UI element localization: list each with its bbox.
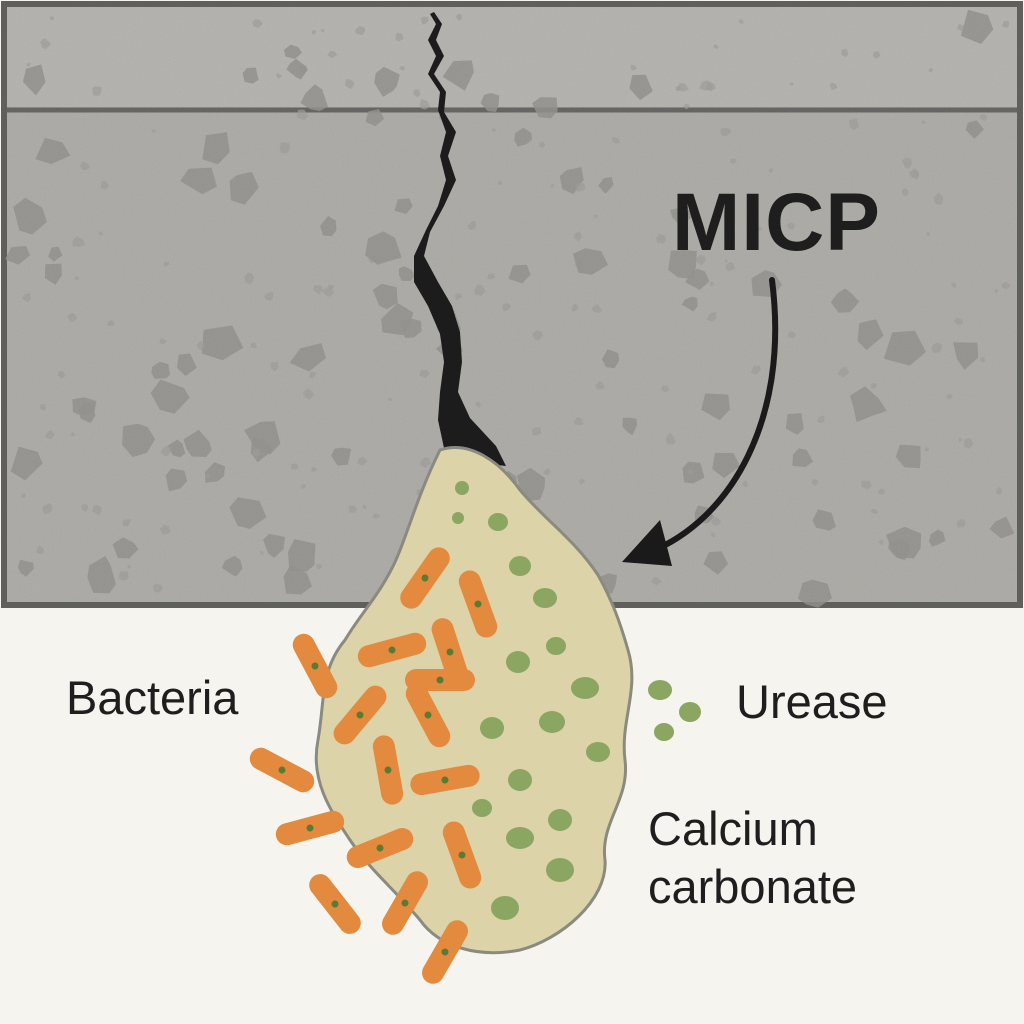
urease-particle [455,481,469,495]
urease-particle [506,651,530,673]
urease-particle [586,742,610,762]
urease-particle [509,556,531,576]
urease-particle [648,680,672,700]
urease-particle [452,512,464,524]
urease-particle [571,677,599,699]
urease-particle [679,702,701,722]
bacterium [275,810,345,846]
bacterium [357,632,427,668]
bacterium [400,547,450,609]
bacterium [405,682,451,748]
concrete-slab [1,1,1023,608]
bacterium [372,735,404,805]
micp-arrow [647,277,779,555]
calcium-carbonate-label-line1: Calcium [648,802,818,855]
urease-particle [508,769,532,791]
urease-particles [452,481,701,920]
bacterium [410,764,480,796]
calcium-carbonate-label: Calcium carbonate [648,800,857,916]
micp-arrowhead-icon [622,520,672,566]
bacterium [422,920,468,984]
bacteria-cells [249,547,498,984]
urease-particle [480,717,504,739]
bacterium [431,618,469,686]
urease-particle [491,896,519,920]
bacterium [458,570,498,638]
bacteria-label: Bacteria [66,671,239,724]
urease-particle [654,723,674,741]
bacterium [442,821,482,889]
urease-particle [539,711,565,733]
urease-particle [488,513,508,531]
urease-particle [546,858,574,882]
bacterium [346,828,414,868]
urease-particle [472,799,492,817]
urease-particle [506,827,534,849]
urease-label: Urease [736,675,888,728]
bacterium [382,871,428,935]
bacterium [333,685,387,745]
bacterium [249,747,315,793]
bacterium [292,633,338,699]
urease-particle [533,588,557,608]
micp-label: MICP [672,177,881,268]
urease-particle [546,637,566,655]
bacterium [309,874,361,934]
crack [414,12,506,466]
calcium-carbonate-label-line2: carbonate [648,860,858,913]
urease-particle [548,809,572,831]
